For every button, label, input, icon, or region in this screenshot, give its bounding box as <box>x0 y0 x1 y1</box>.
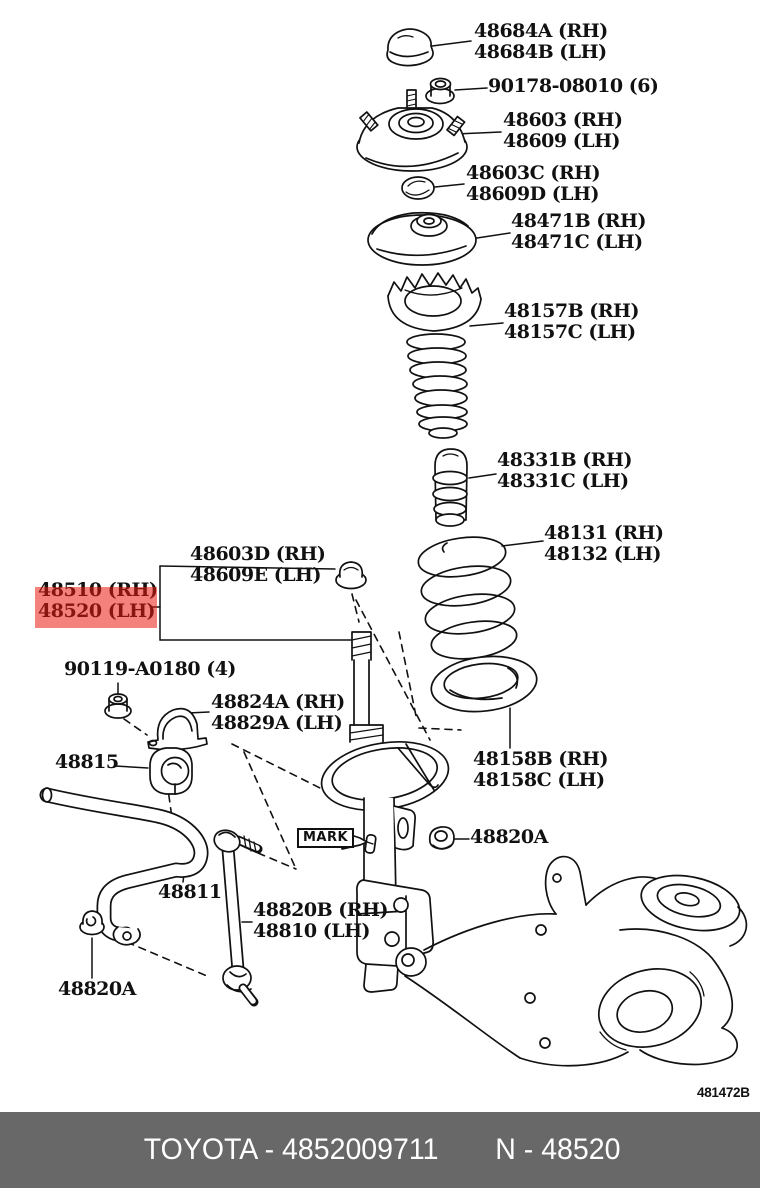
part-label-48815[interactable]: 48815 <box>55 752 119 773</box>
part-line: 48471C (LH) <box>511 231 643 253</box>
coil-spring-drawing <box>417 536 518 660</box>
leader-lines <box>91 40 544 979</box>
part-line: 90119-A0180 (4) <box>64 658 236 680</box>
bump-stopper-drawing <box>432 448 468 527</box>
part-line: 48157C (LH) <box>504 321 636 343</box>
part-label-48471B[interactable]: 48471B (RH)48471C (LH) <box>511 210 647 253</box>
part-line: 48820B (RH) <box>253 899 389 921</box>
footer-group-ref: N - 48520 <box>495 1133 621 1166</box>
part-line: 48603 (RH) <box>503 109 623 131</box>
strut-mount-drawing <box>356 89 468 172</box>
part-line: 48331C (LH) <box>497 470 629 492</box>
part-line: 48158B (RH) <box>473 748 609 770</box>
rod-nut-drawing <box>335 561 367 590</box>
exploded-view-line-art <box>39 28 748 1067</box>
part-line: 48603C (RH) <box>466 162 601 184</box>
footer-catalog-ref: TOYOTA - 4852009711 <box>143 1133 439 1166</box>
part-line: 48829A (LH) <box>211 712 343 734</box>
part-line: 48520 (LH) <box>38 600 156 622</box>
part-line: 48820A <box>58 978 136 1000</box>
part-line: 48131 (RH) <box>544 522 664 544</box>
part-label-48603C[interactable]: 48603C (RH)48609D (LH) <box>466 162 601 205</box>
part-label-48820B[interactable]: 48820B (RH)48810 (LH) <box>253 899 389 942</box>
part-line: 48820A <box>470 826 548 848</box>
cap-drawing <box>386 28 434 67</box>
part-line: 48609E (LH) <box>190 564 322 586</box>
part-label-48331B[interactable]: 48331B (RH)48331C (LH) <box>497 449 633 492</box>
stabilizer-link-drawing <box>213 829 263 1007</box>
part-line: 48609D (LH) <box>466 183 599 205</box>
part-label-48603D[interactable]: 48603D (RH)48609E (LH) <box>190 543 326 586</box>
lower-spring-insulator-drawing <box>430 655 538 713</box>
part-line: 48603D (RH) <box>190 543 326 565</box>
part-line: 48824A (RH) <box>211 691 345 713</box>
link-nut-right-drawing <box>428 826 455 850</box>
part-line: 90178-08010 (6) <box>488 75 659 97</box>
part-label-48811[interactable]: 48811 <box>158 882 222 903</box>
part-label-48820A-left[interactable]: 48820A <box>58 979 136 1000</box>
part-label-48684[interactable]: 48684A (RH)48684B (LH) <box>474 21 608 63</box>
part-label-90119[interactable]: 90119-A0180 (4) <box>64 659 236 680</box>
dust-boot-drawing <box>387 272 482 439</box>
part-line: 48811 <box>158 881 222 903</box>
part-label-48824A[interactable]: 48824A (RH)48829A (LH) <box>211 692 345 734</box>
mount-nut-drawing <box>425 77 455 105</box>
footer-bar: TOYOTA - 4852009711 N - 48520 <box>0 1112 760 1188</box>
part-label-48820A-right[interactable]: 48820A <box>470 827 548 848</box>
part-line: 48810 (LH) <box>253 920 371 942</box>
part-line: 48684A (RH) <box>474 20 608 42</box>
stabilizer-bush-drawing <box>149 747 193 795</box>
diagram-reference-code: 481472B <box>697 1085 750 1100</box>
part-label-90178[interactable]: 90178-08010 (6) <box>488 75 659 97</box>
upper-spring-seat-drawing <box>367 211 477 266</box>
part-label-48603[interactable]: 48603 (RH)48609 (LH) <box>503 109 623 152</box>
part-line: 48471B (RH) <box>511 210 647 232</box>
mount-washer-drawing <box>401 176 435 200</box>
part-line: 48157B (RH) <box>504 300 640 322</box>
part-label-48131[interactable]: 48131 (RH)48132 (LH) <box>544 522 664 565</box>
part-label-48510-highlighted[interactable]: 48510 (RH)48520 (LH) <box>38 579 158 622</box>
part-label-48157B[interactable]: 48157B (RH)48157C (LH) <box>504 300 640 343</box>
mark-label-box: MARK <box>297 828 355 848</box>
steering-knuckle-drawing <box>395 855 748 1067</box>
part-line: 48331B (RH) <box>497 449 633 471</box>
part-line: 48510 (RH) <box>38 579 158 601</box>
link-nut-left-drawing <box>79 910 105 936</box>
bracket-nut-drawing <box>104 693 132 719</box>
stabilizer-bar-drawing <box>39 787 209 946</box>
part-line: 48609 (LH) <box>503 130 621 152</box>
part-line: 48158C (LH) <box>473 769 605 791</box>
part-line: 48815 <box>55 751 119 773</box>
bush-bracket-drawing <box>147 707 208 751</box>
part-label-48158B[interactable]: 48158B (RH)48158C (LH) <box>473 748 609 791</box>
part-line: 48684B (LH) <box>474 41 607 63</box>
part-line: 48132 (LH) <box>544 543 662 565</box>
